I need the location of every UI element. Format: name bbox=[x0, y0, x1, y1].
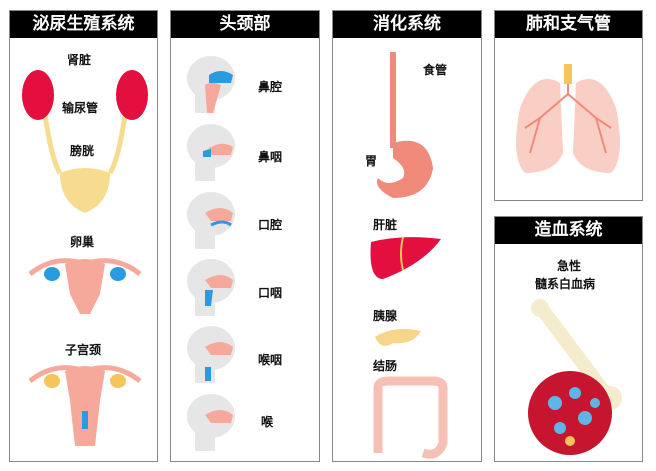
label-kidney: 肾脏 bbox=[67, 53, 92, 67]
uterus-cervix-illustration bbox=[28, 365, 142, 446]
label-stomach: 胃 bbox=[365, 154, 378, 168]
head-icon bbox=[187, 192, 235, 249]
head-icon bbox=[187, 326, 235, 383]
label-bladder: 膀胱 bbox=[70, 144, 95, 158]
esophagus-stomach-illustration bbox=[377, 52, 433, 198]
head-icon bbox=[187, 259, 235, 316]
head-icon bbox=[187, 394, 235, 451]
label-nasal-cavity: 鼻腔 bbox=[258, 80, 283, 94]
label-pancreas: 胰腺 bbox=[373, 309, 398, 323]
bone-marrow-illustration bbox=[528, 299, 622, 455]
pancreas-illustration bbox=[375, 329, 421, 346]
label-aml-line2: 髓系白血病 bbox=[535, 277, 596, 291]
panel-title: 头颈部 bbox=[171, 11, 319, 38]
panel-title: 消化系统 bbox=[333, 11, 481, 38]
label-liver: 肝脏 bbox=[373, 218, 398, 232]
urinary-system-illustration bbox=[22, 70, 148, 213]
panel-lung: 肺和支气管 bbox=[494, 10, 643, 201]
label-ureter: 输尿管 bbox=[62, 101, 99, 115]
label-colon: 结肠 bbox=[373, 359, 398, 373]
label-esophagus: 食管 bbox=[423, 63, 448, 77]
head-icon bbox=[187, 56, 235, 113]
panel-title: 泌尿生殖系统 bbox=[10, 11, 157, 38]
panel-title: 肺和支气管 bbox=[495, 11, 642, 38]
panel-urogenital: 泌尿生殖系统 肾脏 输尿管 膀胱 卵巢 子宫颈 bbox=[9, 10, 158, 462]
uterus-ovary-illustration bbox=[28, 258, 142, 314]
label-oral-cavity: 口腔 bbox=[258, 218, 283, 232]
colon-illustration bbox=[373, 376, 448, 459]
label-larynx: 喉 bbox=[261, 415, 274, 429]
panel-hematopoietic: 造血系统 急性 髓系白血病 bbox=[494, 216, 643, 462]
label-oropharynx: 口咽 bbox=[258, 286, 283, 300]
label-cervix: 子宫颈 bbox=[65, 343, 102, 357]
label-nasopharynx: 鼻咽 bbox=[258, 150, 283, 164]
panel-title: 造血系统 bbox=[495, 217, 642, 244]
lungs-illustration bbox=[516, 64, 620, 173]
label-hypopharynx: 喉咽 bbox=[258, 353, 283, 367]
label-aml-line1: 急性 bbox=[557, 259, 582, 273]
panel-digestive: 消化系统 食管 胃 肝脏 胰腺 结肠 bbox=[332, 10, 482, 462]
label-ovary: 卵巢 bbox=[70, 235, 95, 249]
liver-illustration bbox=[370, 236, 441, 279]
panel-head-neck: 头颈部 鼻腔 鼻咽 口腔 口咽 喉咽 喉 bbox=[170, 10, 320, 462]
head-icon bbox=[187, 124, 235, 181]
